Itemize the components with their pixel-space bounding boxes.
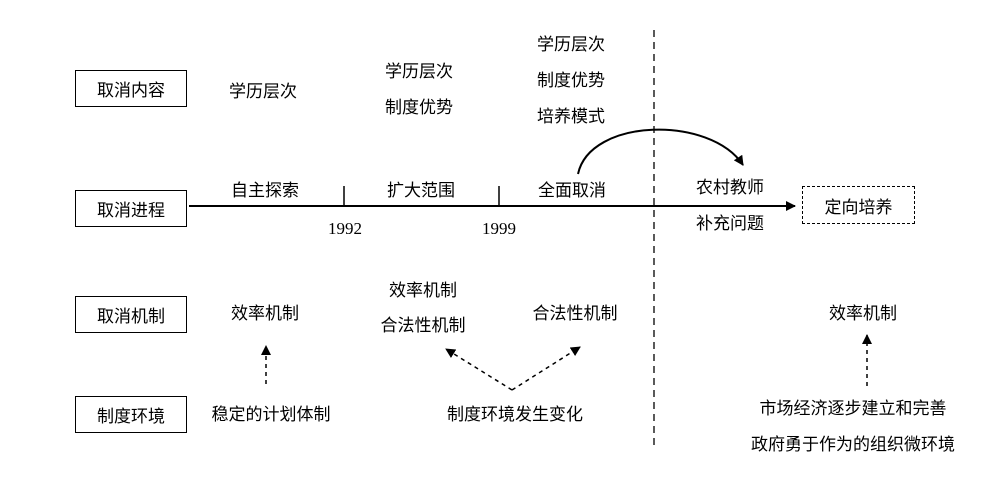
row-label-process: 取消进程 — [75, 190, 187, 227]
mechanism-stage2-line1: 效率机制 — [389, 281, 457, 301]
process-problem-line1: 农村教师 — [696, 178, 764, 198]
row-label-content: 取消内容 — [75, 70, 187, 107]
mechanism-stage2-line2: 合法性机制 — [380, 316, 466, 336]
mechanism-stage3: 合法性机制 — [532, 304, 618, 324]
dashed-arrow-right — [511, 346, 581, 391]
content-stage2-line2: 制度优势 — [385, 98, 453, 118]
process-problem-line2: 补充问题 — [696, 214, 764, 234]
curved-arrow — [577, 128, 744, 175]
environment-stage1: 稳定的计划体制 — [211, 405, 331, 425]
environment-after-line2: 政府勇于作为的组织微环境 — [751, 435, 955, 455]
mechanism-stage1: 效率机制 — [231, 304, 299, 324]
process-year-1992: 1992 — [328, 219, 362, 238]
row-label-mechanism: 取消机制 — [75, 296, 187, 333]
process-stage2: 扩大范围 — [387, 181, 455, 201]
process-stage3: 全面取消 — [538, 181, 606, 201]
environment-after-line1: 市场经济逐步建立和完善 — [759, 399, 947, 419]
content-stage3-line2: 制度优势 — [537, 71, 605, 91]
row-label-environment: 制度环境 — [75, 396, 187, 433]
process-result-box: 定向培养 — [802, 186, 915, 224]
environment-stage23: 制度环境发生变化 — [447, 405, 583, 425]
content-stage2-line1: 学历层次 — [385, 62, 453, 82]
process-year-1999: 1999 — [482, 219, 516, 238]
content-stage3-line1: 学历层次 — [537, 35, 605, 55]
process-stage1: 自主探索 — [231, 181, 299, 201]
mechanism-after: 效率机制 — [829, 304, 897, 324]
content-stage3-line3: 培养模式 — [537, 107, 605, 127]
content-stage1: 学历层次 — [229, 82, 297, 102]
dashed-arrow-left — [445, 348, 513, 391]
